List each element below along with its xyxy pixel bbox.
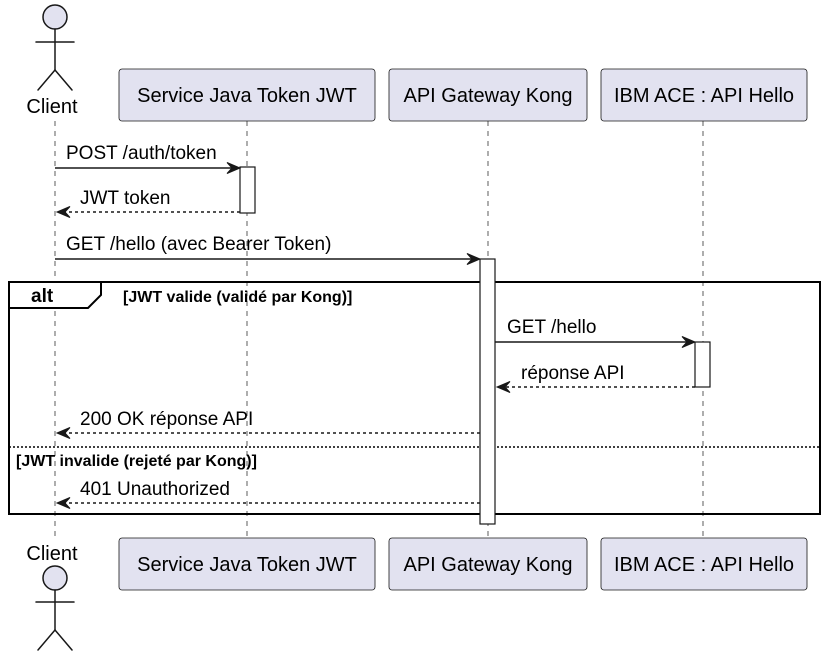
arrowhead-left xyxy=(55,497,71,509)
participant-label: API Gateway Kong xyxy=(404,554,573,576)
participant-box xyxy=(388,68,588,122)
arrowhead-left xyxy=(55,427,71,439)
message-label: GET /hello (avec Bearer Token) xyxy=(66,234,331,255)
message-label: JWT token xyxy=(80,188,170,209)
participant-label: IBM ACE : API Hello xyxy=(614,554,794,576)
arrowhead-left xyxy=(55,206,71,218)
message-label: réponse API xyxy=(521,363,625,384)
arrowhead-right xyxy=(466,253,482,265)
message-reponse-api: réponse API xyxy=(495,363,695,393)
participant-label: Service Java Token JWT xyxy=(137,85,357,107)
message-401-unauthorized: 401 Unauthorized xyxy=(55,479,480,509)
activation-bar-api-gateway-kong xyxy=(479,258,496,525)
participant-api-gateway-kong-top: API Gateway Kong xyxy=(388,68,588,122)
participant-service-java-token-jwt-bottom: Service Java Token JWT xyxy=(118,537,376,591)
activation-bar-ibm-ace-api-hello xyxy=(694,341,711,388)
participant-client-bottom: Client xyxy=(26,543,78,651)
message-get-hello: GET /hello xyxy=(495,317,697,348)
participant-client-top: Client xyxy=(26,4,78,118)
actor-right-leg xyxy=(54,629,73,651)
arrowhead-right xyxy=(226,162,242,174)
actor-right-leg xyxy=(54,69,73,91)
participant-label: Client xyxy=(26,96,78,118)
participant-box xyxy=(600,68,808,122)
participant-box xyxy=(388,537,588,591)
message-label: 401 Unauthorized xyxy=(80,479,230,500)
activation-bars xyxy=(239,166,711,525)
participant-label: API Gateway Kong xyxy=(404,85,573,107)
participant-box xyxy=(118,68,376,122)
message-get-hello-bearer: GET /hello (avec Bearer Token) xyxy=(55,234,482,265)
participant-box xyxy=(600,537,808,591)
actor-left-leg xyxy=(37,69,56,91)
message-post-auth-token: POST /auth/token xyxy=(55,143,242,174)
alt-guard-invalid: [JWT invalide (rejeté par Kong)] xyxy=(16,453,257,470)
message-jwt-token: JWT token xyxy=(55,188,240,218)
arrowhead-left xyxy=(495,381,511,393)
message-label: POST /auth/token xyxy=(66,143,217,164)
lifelines xyxy=(54,121,704,538)
participant-box xyxy=(118,537,376,591)
alt-frame-border xyxy=(8,281,821,515)
alt-frame-tab xyxy=(8,281,102,309)
participant-ibm-ace-api-hello-top: IBM ACE : API Hello xyxy=(600,68,808,122)
participant-label: Client xyxy=(26,543,78,565)
activation-bar-service-java-token-jwt xyxy=(239,166,256,214)
participant-service-java-token-jwt-top: Service Java Token JWT xyxy=(118,68,376,122)
message-200-ok: 200 OK réponse API xyxy=(55,409,480,439)
actor-head xyxy=(42,4,68,30)
message-label: GET /hello xyxy=(507,317,596,338)
actor-head xyxy=(42,565,68,591)
actor-person-icon xyxy=(35,565,75,651)
participant-ibm-ace-api-hello-bottom: IBM ACE : API Hello xyxy=(600,537,808,591)
alt-guard-valid: [JWT valide (validé par Kong)] xyxy=(123,289,352,306)
actor-person-icon xyxy=(35,4,75,91)
actor-left-leg xyxy=(37,629,56,651)
participant-label: IBM ACE : API Hello xyxy=(614,85,794,107)
alt-frame: alt [JWT valide (validé par Kong)] [JWT … xyxy=(8,281,821,515)
participant-label: Service Java Token JWT xyxy=(137,554,357,576)
alt-keyword: alt xyxy=(31,286,54,307)
participant-api-gateway-kong-bottom: API Gateway Kong xyxy=(388,537,588,591)
arrowhead-right xyxy=(681,336,697,348)
message-label: 200 OK réponse API xyxy=(80,409,253,430)
